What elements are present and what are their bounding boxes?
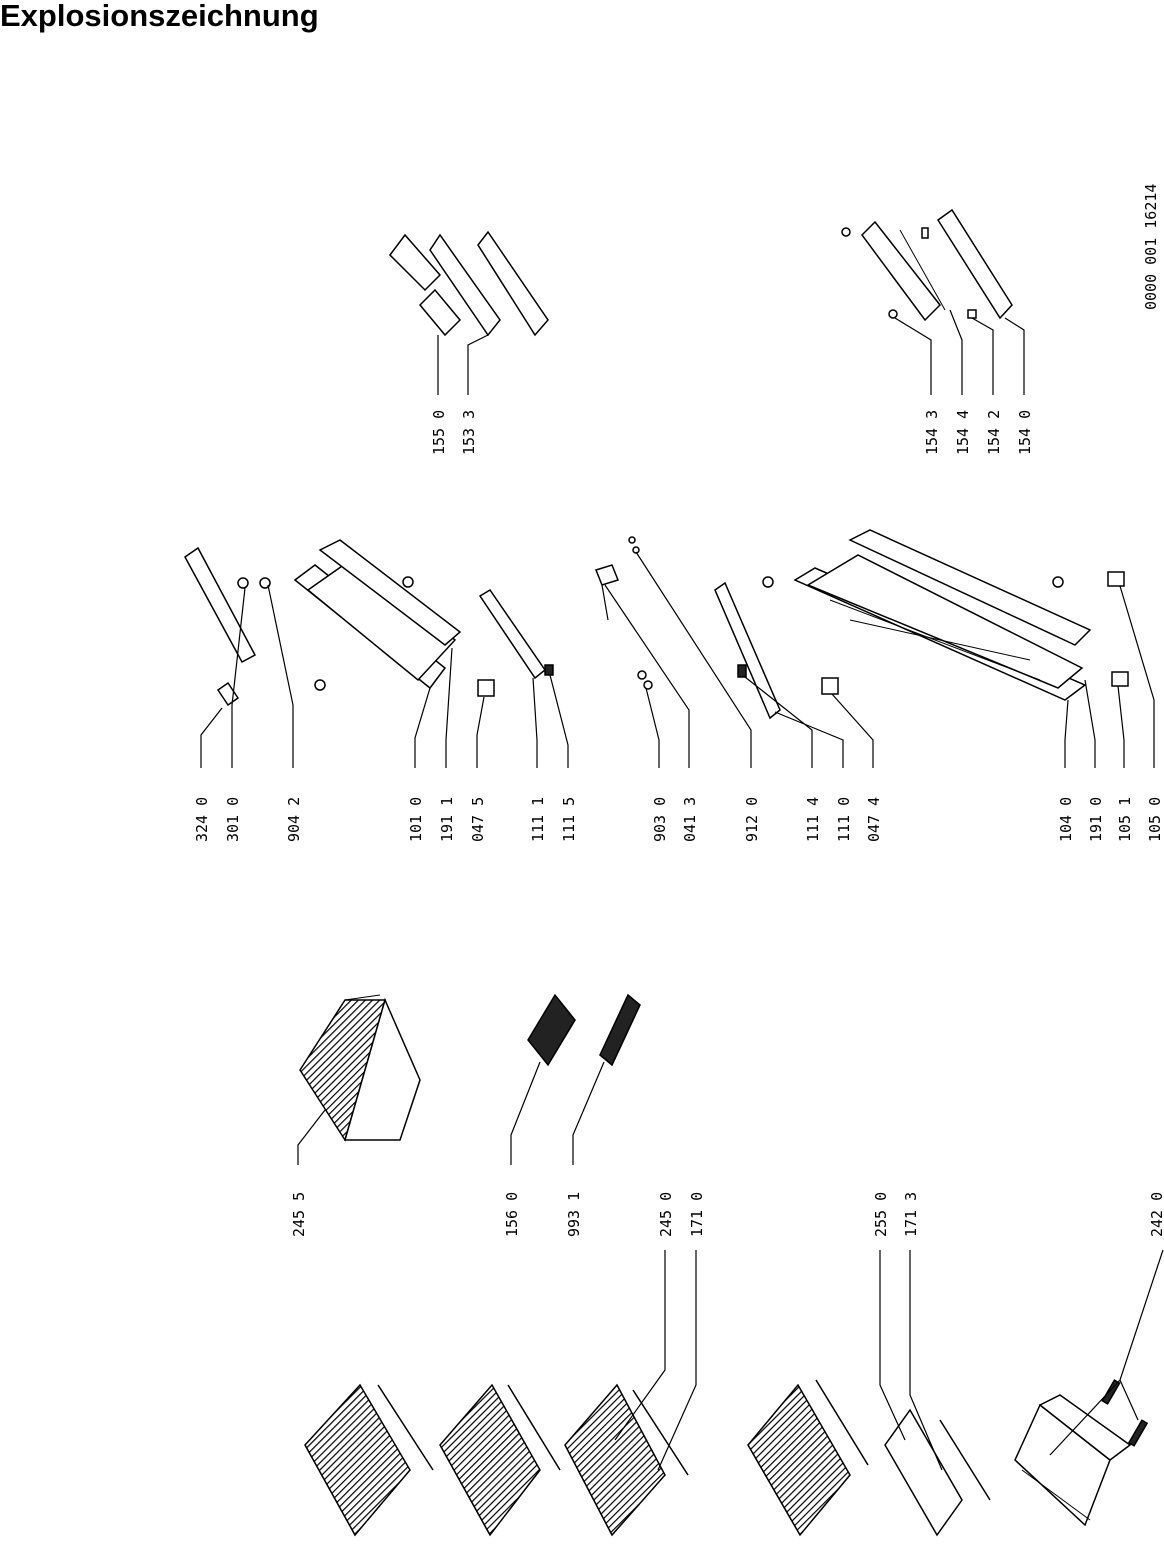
door-bar bbox=[184, 546, 271, 707]
door-shelf-154 bbox=[841, 208, 1013, 322]
wire-shelf-4 bbox=[747, 1379, 869, 1537]
part-label-191-0: 191 0 bbox=[1087, 797, 1105, 842]
leader-lines bbox=[200, 309, 1164, 1471]
part-label-191-1: 191 1 bbox=[438, 797, 456, 842]
part-label-111-5: 111 5 bbox=[560, 797, 578, 842]
hinge-set bbox=[595, 536, 653, 690]
fridge-door bbox=[793, 529, 1092, 701]
part-label-153-3: 153 3 bbox=[460, 410, 478, 455]
part-label-912-0: 912 0 bbox=[743, 797, 761, 842]
part-label-156-0: 156 0 bbox=[503, 1192, 521, 1237]
wire-shelf-group bbox=[304, 1379, 1149, 1537]
wire-shelf-3 bbox=[564, 1383, 689, 1537]
part-label-903-0: 903 0 bbox=[651, 797, 669, 842]
page-title: Explosionszeichnung bbox=[0, 0, 319, 33]
part-label-154-2: 154 2 bbox=[985, 410, 1003, 455]
part-label-154-0: 154 0 bbox=[1016, 410, 1034, 455]
part-label-047-5: 047 5 bbox=[469, 797, 487, 842]
part-label-242-0: 242 0 bbox=[1148, 1192, 1164, 1237]
glass-plate bbox=[884, 1408, 991, 1537]
part-label-154-4: 154 4 bbox=[954, 410, 972, 455]
ice-tray bbox=[599, 993, 641, 1067]
part-label-324-0: 324 0 bbox=[193, 797, 211, 842]
part-labels: 324 0 301 0 904 2 101 0 191 1 047 5 111 … bbox=[193, 410, 1164, 1237]
part-label-105-0: 105 0 bbox=[1146, 797, 1164, 842]
part-label-301-0: 301 0 bbox=[224, 797, 242, 842]
door-handle-lower bbox=[714, 576, 781, 720]
hinge-small bbox=[477, 679, 495, 697]
wire-shelf-1 bbox=[304, 1383, 434, 1537]
part-label-171-3: 171 3 bbox=[902, 1192, 920, 1237]
part-label-245-5: 245 5 bbox=[290, 1192, 308, 1237]
wire-shelf-2 bbox=[439, 1383, 561, 1537]
door-shelf-153 bbox=[429, 230, 549, 337]
door-handle-upper bbox=[478, 588, 554, 680]
egg-trays bbox=[389, 233, 462, 337]
door-foot-pair bbox=[1107, 571, 1129, 687]
part-label-245-0: 245 0 bbox=[657, 1192, 675, 1237]
part-label-154-3: 154 3 bbox=[923, 410, 941, 455]
egg-tray-large bbox=[527, 993, 576, 1067]
part-label-111-0: 111 0 bbox=[835, 797, 853, 842]
part-label-993-1: 993 1 bbox=[565, 1192, 583, 1237]
part-label-041-3: 041 3 bbox=[681, 797, 699, 842]
part-label-111-1: 111 1 bbox=[529, 797, 547, 842]
part-label-255-0: 255 0 bbox=[872, 1192, 890, 1237]
part-label-104-0: 104 0 bbox=[1057, 797, 1075, 842]
part-label-101-0: 101 0 bbox=[407, 797, 425, 842]
wire-basket bbox=[299, 994, 421, 1142]
part-label-047-4: 047 4 bbox=[865, 797, 883, 842]
part-label-155-0: 155 0 bbox=[430, 410, 448, 455]
doc-code: 0000 001 16214 bbox=[1142, 184, 1160, 310]
part-label-111-4: 111 4 bbox=[804, 797, 822, 842]
part-label-171-0: 171 0 bbox=[688, 1192, 706, 1237]
hinge-lower bbox=[821, 677, 839, 695]
vegetable-drawer bbox=[1014, 1379, 1149, 1527]
freezer-door bbox=[293, 539, 462, 691]
part-label-904-2: 904 2 bbox=[285, 797, 303, 842]
part-label-105-1: 105 1 bbox=[1116, 797, 1134, 842]
